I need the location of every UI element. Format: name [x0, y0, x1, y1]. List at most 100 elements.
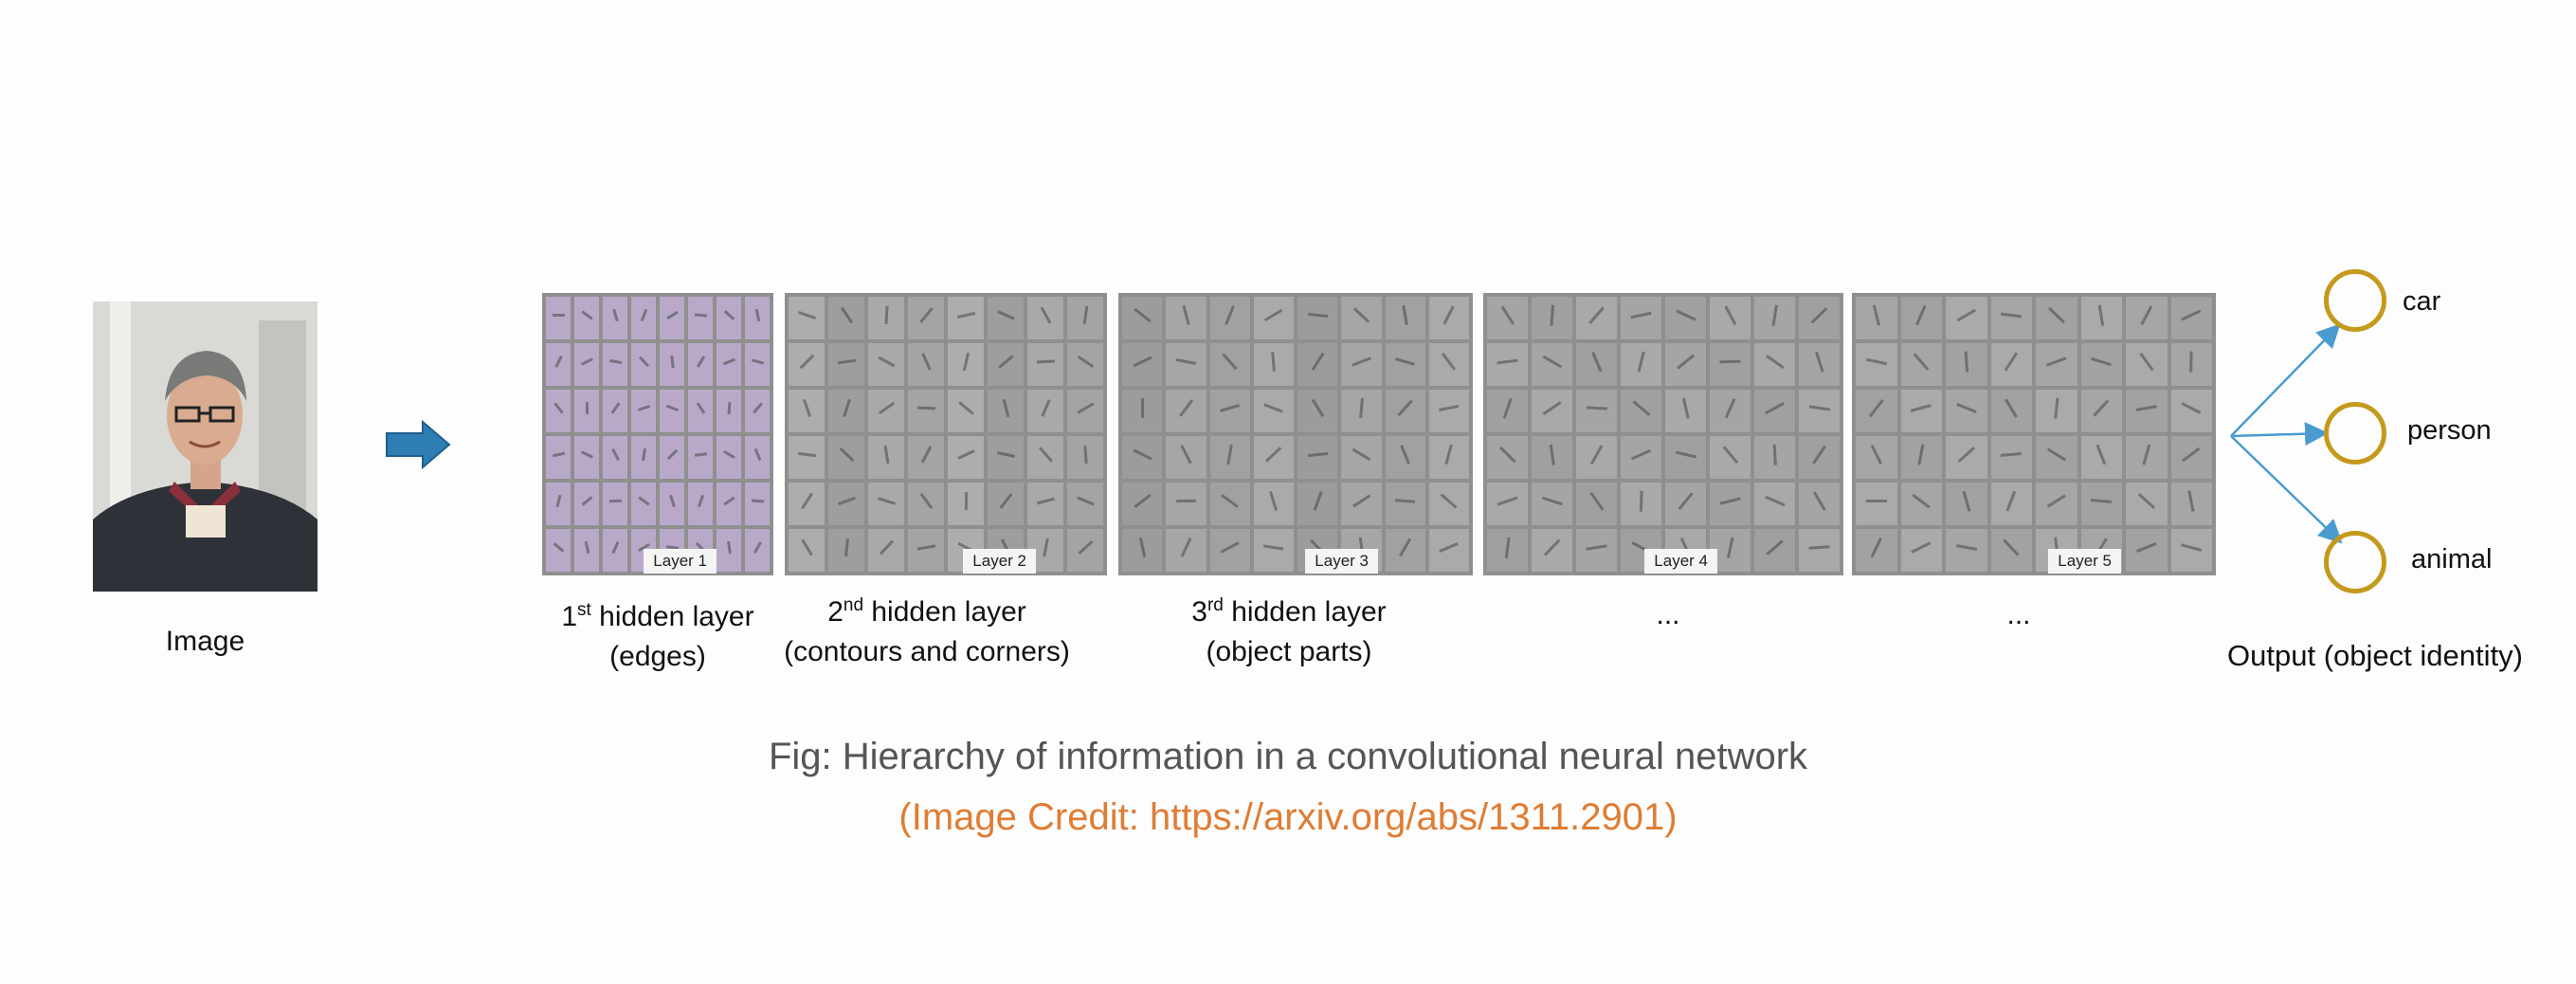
filter-tile	[1166, 529, 1206, 572]
filter-tile	[1385, 343, 1425, 386]
output-label-person: person	[2407, 415, 2492, 446]
filter-tile	[660, 297, 684, 339]
filter-tile	[574, 297, 599, 339]
filter-tile	[1122, 390, 1163, 432]
filter-tile	[660, 343, 684, 386]
layer-1-panel-label: Layer 1	[644, 549, 717, 574]
layer-1-caption-line2: (edges)	[609, 641, 706, 672]
filter-tile	[1799, 436, 1840, 479]
filter-tile	[868, 436, 904, 479]
filter-tile	[789, 529, 825, 572]
filter-tile	[1710, 390, 1751, 432]
filter-tile	[828, 436, 864, 479]
filter-tile	[1856, 483, 1897, 525]
filter-tile	[1946, 483, 1987, 525]
filter-tile	[1253, 529, 1294, 572]
layer-1-filter-grid	[546, 297, 770, 572]
filter-tile	[1900, 529, 1942, 572]
filter-tile	[1341, 343, 1382, 386]
filter-tile	[1487, 483, 1528, 525]
filter-tile	[1385, 529, 1425, 572]
filter-tile	[1297, 483, 1338, 525]
filter-tile	[631, 483, 656, 525]
filter-tile	[1166, 390, 1206, 432]
layer-3-caption-line2: (object parts)	[1206, 636, 1372, 667]
filter-tile	[828, 390, 864, 432]
filter-tile	[948, 483, 984, 525]
filter-tile	[2036, 436, 2077, 479]
filter-tile	[1385, 483, 1425, 525]
filter-tile	[1946, 436, 1987, 479]
filter-tile	[717, 483, 741, 525]
filter-tile	[1428, 343, 1469, 386]
filter-tile	[1297, 343, 1338, 386]
layer-1-panel: Layer 1	[542, 293, 773, 575]
layer-4-caption: ...	[1656, 599, 1680, 630]
filter-tile	[745, 529, 770, 572]
filter-tile	[908, 390, 944, 432]
filter-tile	[745, 390, 770, 432]
filter-tile	[1122, 343, 1163, 386]
filter-tile	[546, 529, 571, 572]
filter-tile	[828, 529, 864, 572]
filter-tile	[868, 297, 904, 339]
input-photo	[93, 301, 317, 592]
filter-tile	[2126, 529, 2168, 572]
output-caption: Output (object identity)	[2227, 639, 2523, 672]
filter-tile	[688, 390, 713, 432]
layer-1-caption-line1: 1st hidden layer	[561, 600, 754, 632]
filter-tile	[2036, 297, 2077, 339]
filter-tile	[1856, 343, 1897, 386]
filter-tile	[1253, 436, 1294, 479]
filter-tile	[1576, 483, 1617, 525]
filter-tile	[1122, 297, 1163, 339]
filter-tile	[631, 390, 656, 432]
image-credit: (Image Credit: https://arxiv.org/abs/131…	[898, 796, 1678, 838]
layer-4-filter-grid	[1487, 297, 1840, 572]
layer-5-panel: Layer 5	[1852, 293, 2216, 575]
filter-tile	[1799, 297, 1840, 339]
filter-tile	[2126, 343, 2168, 386]
connector-car	[2230, 323, 2341, 437]
filter-tile	[948, 436, 984, 479]
person-photo-illustration	[93, 301, 317, 592]
layer-5-panel-label: Layer 5	[2048, 549, 2121, 574]
filter-tile	[660, 390, 684, 432]
filter-tile	[1209, 483, 1250, 525]
filter-tile	[1297, 297, 1338, 339]
filter-tile	[1067, 297, 1103, 339]
filter-tile	[1532, 436, 1572, 479]
filter-tile	[1067, 390, 1103, 432]
filter-tile	[1799, 529, 1840, 572]
filter-tile	[1576, 390, 1617, 432]
filter-tile	[1487, 390, 1528, 432]
filter-tile	[574, 390, 599, 432]
filter-tile	[1122, 529, 1163, 572]
filter-tile	[789, 483, 825, 525]
filter-tile	[745, 343, 770, 386]
filter-tile	[1990, 436, 2032, 479]
filter-tile	[1710, 297, 1751, 339]
filter-tile	[745, 483, 770, 525]
filter-tile	[1532, 297, 1572, 339]
filter-tile	[1166, 343, 1206, 386]
filter-tile	[546, 390, 571, 432]
filter-tile	[2036, 343, 2077, 386]
filter-tile	[631, 297, 656, 339]
filter-tile	[631, 343, 656, 386]
filter-tile	[603, 297, 627, 339]
filter-tile	[1665, 343, 1706, 386]
filter-tile	[988, 436, 1024, 479]
filter-tile	[1209, 390, 1250, 432]
filter-tile	[603, 529, 627, 572]
filter-tile	[1253, 297, 1294, 339]
filter-tile	[1428, 529, 1469, 572]
filter-tile	[1621, 436, 1661, 479]
filter-tile	[2170, 483, 2212, 525]
output-node-car	[2324, 269, 2386, 332]
filter-tile	[603, 390, 627, 432]
filter-tile	[1946, 343, 1987, 386]
layer-2-panel: Layer 2	[785, 293, 1107, 575]
filter-tile	[868, 390, 904, 432]
layer-3-caption: 3rd hidden layer (object parts)	[1128, 592, 1450, 672]
